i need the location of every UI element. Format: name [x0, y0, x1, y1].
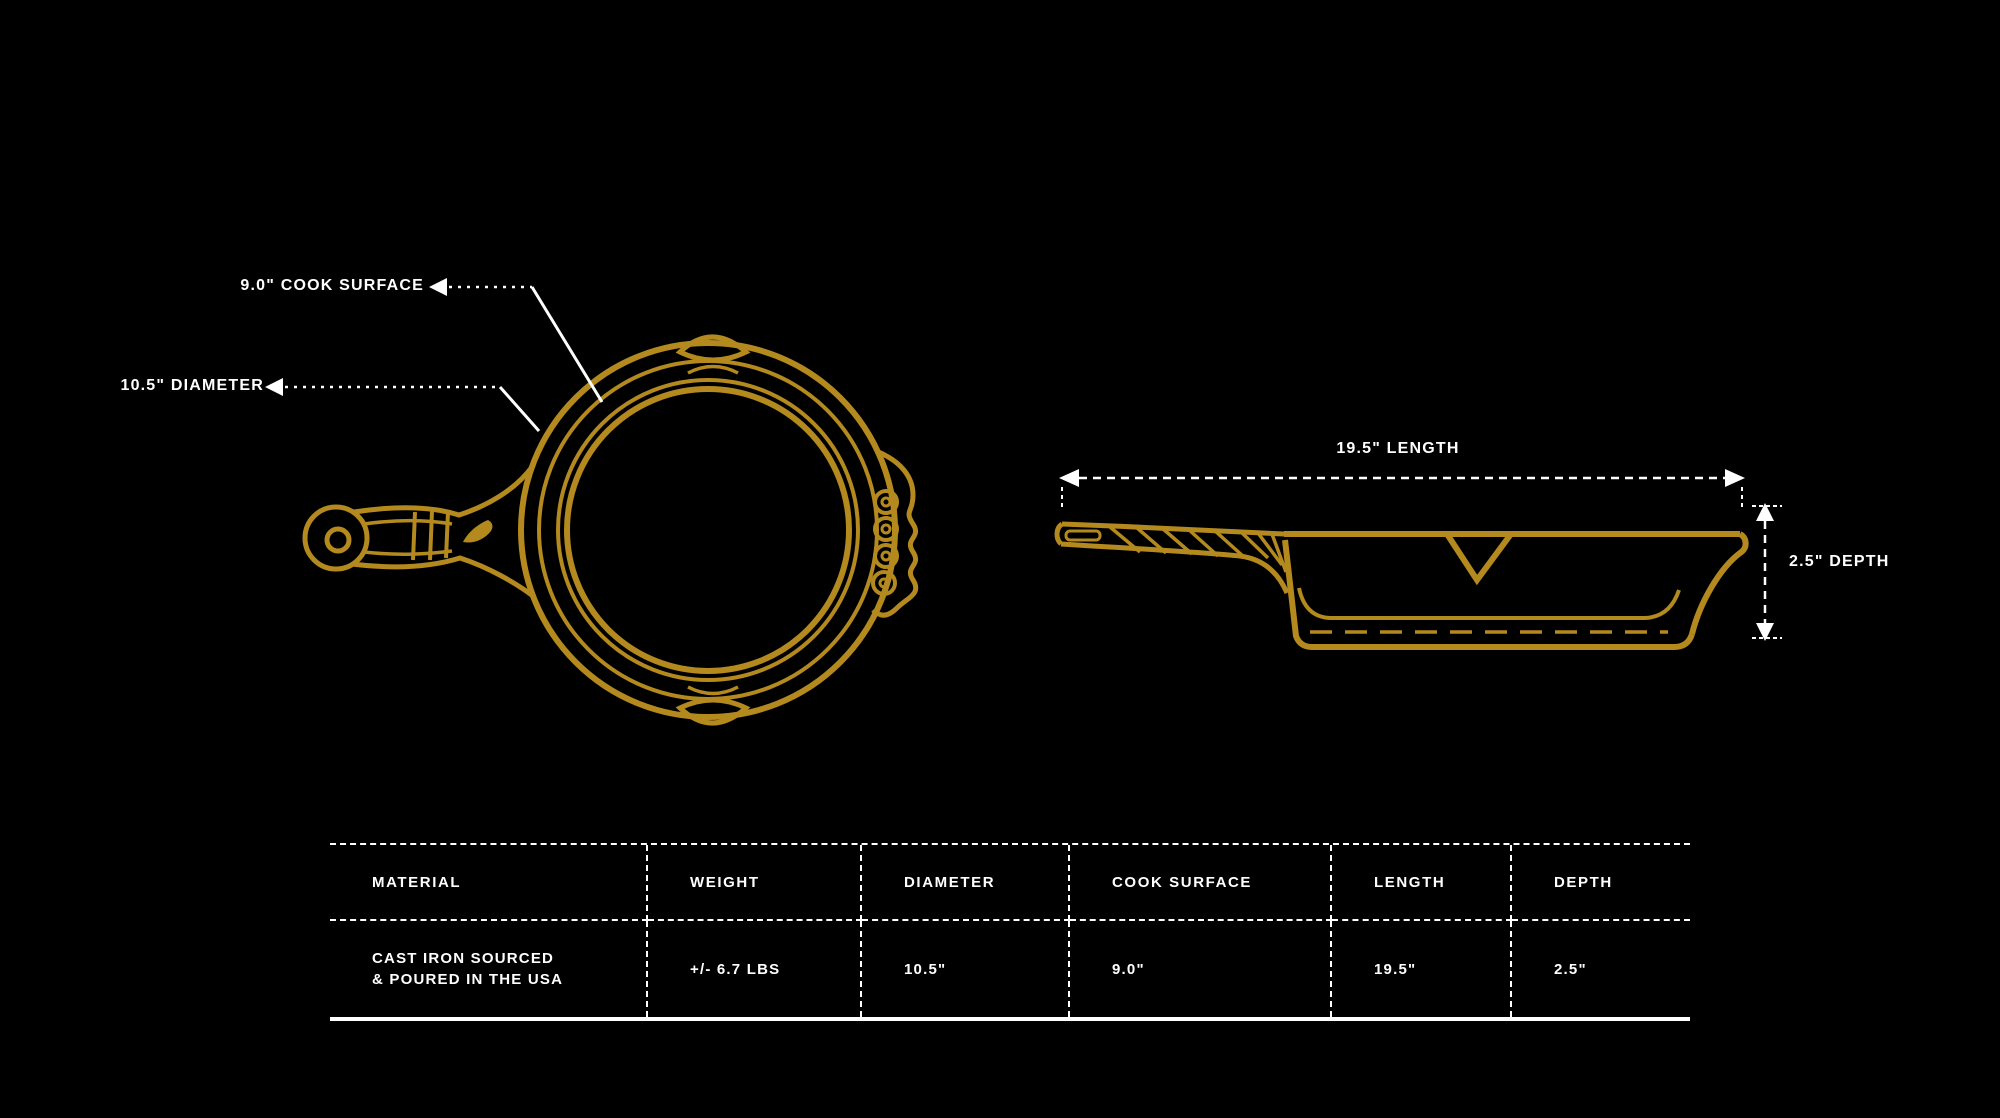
spec-table-header-length: LENGTH: [1332, 845, 1512, 921]
arrowhead-right-icon: [1725, 469, 1745, 487]
handle-hatching: [1108, 525, 1288, 573]
spec-value-depth: 2.5": [1554, 960, 1587, 978]
spec-value-cook-surface: 9.0": [1070, 921, 1332, 1017]
spec-table-header-cook-surface: COOK SURFACE: [1070, 845, 1332, 921]
arrowhead-left-icon: [1059, 469, 1079, 487]
skillet-side-view-drawing: [1054, 521, 1749, 650]
arrowhead-left-icon: [429, 278, 447, 296]
arrowhead-down-icon: [1756, 623, 1774, 641]
spec-table-header-depth: DEPTH: [1512, 845, 1690, 921]
diameter-callout: [265, 378, 541, 432]
depth-label: 2.5" DEPTH: [1789, 553, 1890, 570]
skillet-top-view-drawing: [302, 334, 919, 726]
spec-value-weight: +/- 6.7 LBS: [648, 921, 862, 1017]
spec-value-diameter: 10.5": [862, 921, 1070, 1017]
spec-table-header-material: MATERIAL: [330, 845, 648, 921]
handle-top-view: [302, 465, 535, 598]
length-label: 19.5" LENGTH: [1336, 440, 1460, 457]
spec-value-material: CAST IRON SOURCED & POURED IN THE USA: [330, 921, 648, 1017]
arrowhead-left-icon: [265, 378, 283, 396]
arrowhead-up-icon: [1756, 503, 1774, 521]
cook-surface-label: 9.0" COOK SURFACE: [240, 277, 424, 294]
diameter-label: 10.5" DIAMETER: [120, 377, 264, 394]
helper-handle-scallops: [871, 448, 919, 618]
pour-spout-top: [675, 334, 751, 375]
spec-table-header-diameter: DIAMETER: [862, 845, 1070, 921]
pour-spout-bottom: [675, 685, 751, 726]
spec-table-header-weight: WEIGHT: [648, 845, 862, 921]
spec-table: MATERIAL WEIGHT DIAMETER COOK SURFACE LE…: [330, 843, 1690, 1021]
cook-surface-callout: [429, 278, 604, 403]
spec-value-length: 19.5": [1332, 921, 1512, 1017]
depth-dimension: [1752, 503, 1782, 641]
length-dimension: [1059, 469, 1745, 510]
